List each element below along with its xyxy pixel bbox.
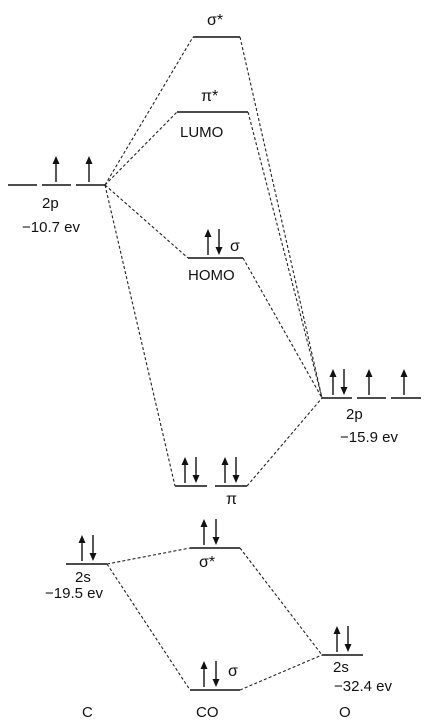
sigma-star-to-o2p	[239, 36, 323, 399]
co-sigma-p-label: σ	[230, 238, 240, 255]
c-2p-electron-1-arrow-icon	[52, 156, 60, 182]
co-sigma-s-label: σ	[228, 663, 238, 680]
c-2s-electron-up-arrow-icon	[78, 535, 86, 561]
c2s-to-sigma-s	[106, 563, 191, 691]
c-2p-energy: −10.7 ev	[22, 219, 80, 236]
energy-levels	[8, 36, 421, 691]
co-lumo-label: LUMO	[180, 124, 223, 141]
c-2s-energy: −19.5 ev	[45, 585, 103, 602]
homo-electron-down-arrow-icon	[215, 229, 223, 255]
c-2p-label: 2p	[42, 195, 59, 212]
sigma-star-s-electron-up-arrow-icon	[200, 519, 208, 545]
co-sigma-star-s-label: σ*	[199, 554, 215, 571]
o-2p-electron-2-arrow-icon	[365, 369, 373, 395]
co-pi-label: π	[226, 491, 237, 508]
o-2s-label: 2s	[333, 659, 349, 676]
c-2s-electron-down-arrow-icon	[89, 535, 97, 561]
co-sigma-star-p-label: σ*	[207, 12, 223, 29]
o-2s-electron-down-arrow-icon	[344, 626, 352, 652]
column-label-c: C	[82, 704, 93, 721]
pi1-electron-down-arrow-icon	[192, 457, 200, 483]
o-2p-electron-up-arrow-icon	[329, 369, 337, 395]
pi-to-o2p	[246, 397, 323, 487]
correlation-lines	[104, 36, 323, 691]
c2p-to-pi-star	[104, 111, 178, 186]
pi-star-to-o2p	[247, 111, 323, 399]
o-2s-electron-up-arrow-icon	[333, 626, 341, 652]
c2s-to-sigma-star-s	[106, 547, 191, 565]
o-2p-electron-3-arrow-icon	[400, 369, 408, 395]
sigma-s-electron-up-arrow-icon	[200, 661, 208, 687]
c2p-to-sigma-star	[104, 36, 194, 186]
pi1-electron-up-arrow-icon	[181, 457, 189, 483]
sigma-s-electron-down-arrow-icon	[212, 661, 220, 687]
pi2-electron-up-arrow-icon	[221, 457, 229, 483]
labels: 2p −10.7 ev σ* π* LUMO σ HOMO π 2p −15.9…	[22, 12, 398, 721]
o-2p-energy: −15.9 ev	[340, 429, 398, 446]
electron-arrows	[52, 156, 408, 687]
homo-to-o2p	[242, 257, 323, 399]
co-pi-star-label: π*	[201, 88, 218, 105]
column-label-co: CO	[196, 704, 219, 721]
c-2s-label: 2s	[75, 569, 91, 586]
sigma-star-s-electron-down-arrow-icon	[212, 519, 220, 545]
c-2p-electron-2-arrow-icon	[85, 156, 93, 182]
co-homo-label: HOMO	[188, 267, 235, 284]
sigma-star-s-to-o2s	[239, 547, 323, 656]
pi2-electron-down-arrow-icon	[232, 457, 240, 483]
column-label-o: O	[339, 704, 351, 721]
o-2p-electron-down-arrow-icon	[340, 369, 348, 395]
homo-electron-up-arrow-icon	[204, 229, 212, 255]
c2p-to-pi	[104, 184, 176, 487]
sigma-s-to-o2s	[239, 654, 323, 691]
c2p-to-homo	[104, 184, 189, 259]
o-2s-energy: −32.4 ev	[334, 678, 392, 695]
o-2p-label: 2p	[346, 406, 363, 423]
